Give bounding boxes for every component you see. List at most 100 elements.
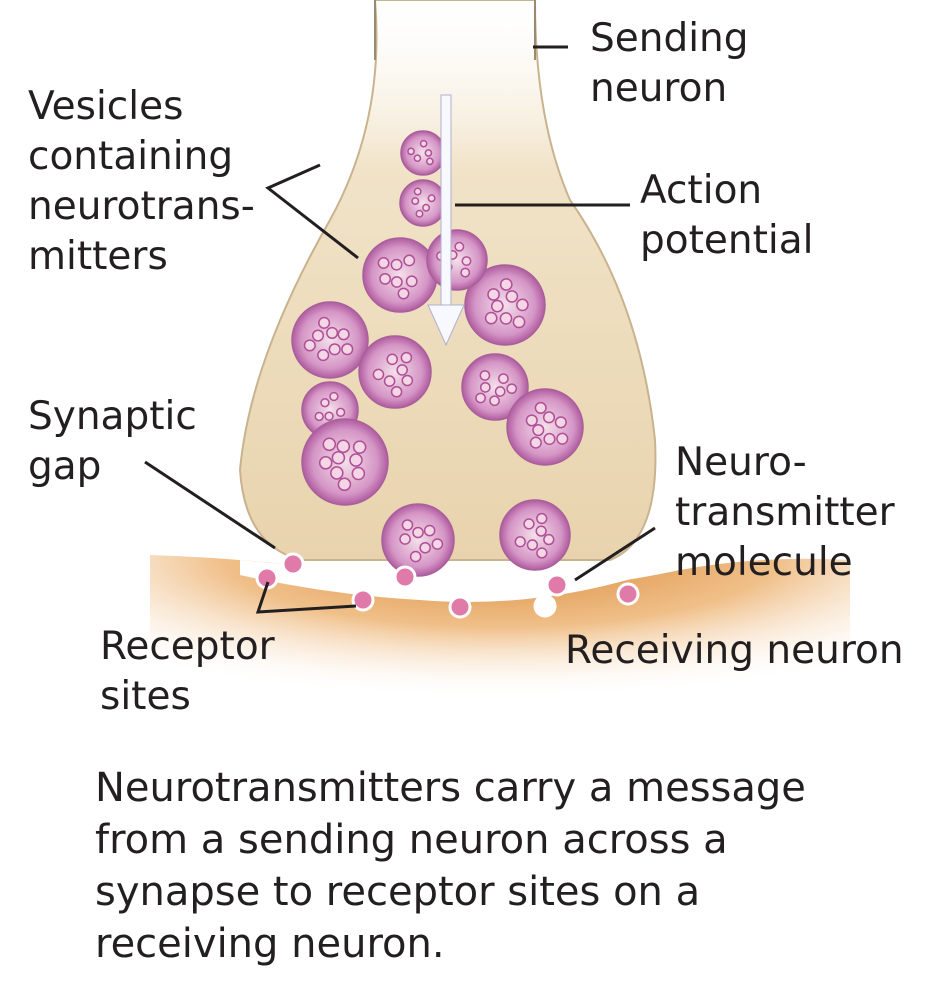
- label-sending-neuron: Sending neuron: [590, 14, 749, 114]
- neurotransmitter-dot: [523, 518, 535, 530]
- neurotransmitter-dot: [322, 437, 337, 452]
- neurotransmitter-dot: [556, 432, 569, 445]
- label-line: Neuro-: [675, 440, 807, 485]
- neurotransmitter-dot: [419, 541, 431, 554]
- caption: Neurotransmitters carry a message from a…: [95, 762, 935, 970]
- label-line: Receptor: [100, 624, 275, 669]
- receiving-neuron: [150, 555, 850, 736]
- neurotransmitter-dot: [512, 315, 526, 329]
- neurotransmitter-dot: [320, 398, 330, 408]
- neurotransmitter-dot: [390, 385, 403, 398]
- neurotransmitter-molecule: [616, 582, 640, 606]
- neurotransmitter-dot: [536, 547, 548, 559]
- neurotransmitter-dot: [490, 299, 504, 313]
- action-potential-arrow: [427, 94, 465, 347]
- caption-line: receiving neuron.: [95, 921, 445, 967]
- neurotransmitter-dot: [534, 401, 547, 414]
- neurotransmitter-dot: [479, 381, 491, 393]
- neurotransmitter-dot: [390, 258, 403, 271]
- label-neurotransmitter-molecule: Neuro- transmitter molecule: [675, 438, 895, 588]
- neurotransmitter-dot: [529, 436, 542, 449]
- label-line: Vesicles: [28, 84, 184, 129]
- neurotransmitter-dot: [542, 411, 556, 424]
- neurotransmitter-dot: [454, 241, 465, 252]
- vesicle: [461, 353, 529, 421]
- caption-line: from a sending neuron across a: [95, 817, 728, 863]
- neurotransmitter-dot: [543, 533, 555, 546]
- label-line: Action: [640, 168, 763, 213]
- neurotransmitter-dot: [427, 194, 436, 203]
- neurotransmitter-dot: [351, 466, 366, 481]
- label-line: neuron: [590, 66, 728, 111]
- caption-line: synapse to receptor sites on a: [95, 869, 701, 915]
- neurotransmitter-dot: [484, 311, 498, 325]
- neurotransmitter-dot: [318, 456, 333, 470]
- neurotransmitter-dot: [390, 276, 403, 288]
- neurotransmitter-dot: [349, 453, 363, 467]
- neurotransmitter-dot: [460, 267, 471, 278]
- neurotransmitter-dot: [330, 466, 344, 480]
- neurotransmitter-dot: [341, 343, 354, 356]
- neurotransmitter-dot: [419, 139, 428, 148]
- neurotransmitter-dot: [543, 432, 556, 446]
- neurotransmitter-dot: [415, 209, 424, 218]
- neurotransmitter-dot: [413, 187, 422, 196]
- neurotransmitter-dot: [506, 383, 518, 395]
- neurotransmitter-dot: [331, 450, 346, 465]
- label-line: potential: [640, 218, 814, 263]
- neurotransmitter-dot: [424, 149, 433, 157]
- vesicle: [358, 335, 432, 409]
- neurotransmitter-dot: [505, 290, 519, 303]
- vesicle: [426, 229, 488, 291]
- neurotransmitter-dot: [411, 197, 420, 206]
- neurotransmitter-dot: [386, 353, 399, 366]
- vesicle: [362, 237, 438, 313]
- neurotransmitter-dot: [396, 364, 408, 376]
- neurotransmitter-dot: [494, 386, 506, 397]
- neurotransmitter-dot: [317, 348, 330, 362]
- vesicle: [399, 179, 447, 227]
- neurotransmitter-dot: [311, 329, 325, 342]
- label-line: molecule: [675, 540, 853, 585]
- neurotransmitter-dot: [399, 533, 411, 545]
- neurotransmitter-dot: [422, 203, 431, 212]
- neurotransmitter-dot: [426, 157, 434, 166]
- neurotransmitter-dot: [412, 526, 424, 539]
- label-receiving-neuron: Receiving neuron: [565, 628, 904, 673]
- neurotransmitter-dot: [516, 298, 529, 312]
- neurotransmitter-dot: [397, 287, 410, 300]
- neurotransmitter-dot: [514, 536, 526, 548]
- neurotransmitter-molecule: [545, 573, 569, 597]
- neurotransmitter-dot: [535, 525, 547, 537]
- neurotransmitter-dot: [337, 477, 352, 492]
- neurotransmitter-molecule: [448, 595, 472, 619]
- neurotransmitter-dot: [328, 343, 341, 356]
- label-line: gap: [28, 444, 102, 489]
- neurotransmitter-dot: [318, 316, 331, 329]
- neurotransmitter-dot: [479, 370, 491, 381]
- neurotransmitter-dot: [401, 374, 414, 387]
- neurotransmitter-dot: [403, 254, 416, 267]
- neurotransmitter-dot: [498, 373, 509, 384]
- neurotransmitter-dot: [525, 414, 538, 427]
- neurotransmitter-dot: [413, 154, 422, 163]
- neurotransmitter-dot: [407, 147, 415, 156]
- neurotransmitter-dot: [489, 395, 500, 407]
- neurotransmitter-dot: [329, 391, 339, 402]
- vesicle: [291, 301, 369, 379]
- neurotransmitter-dot: [431, 538, 444, 550]
- neurotransmitter-dot: [526, 539, 539, 551]
- neurotransmitter-dot: [337, 328, 350, 341]
- neurotransmitter-dot: [335, 407, 346, 417]
- label-line: transmitter: [675, 490, 895, 535]
- neurotransmitter-dot: [326, 326, 339, 339]
- neurotransmitter-dot: [383, 375, 396, 387]
- neurotransmitter-molecules-group: [255, 552, 640, 619]
- label-line: Synaptic: [28, 394, 197, 439]
- neurotransmitter-dot: [400, 351, 413, 364]
- neurotransmitter-dot: [487, 288, 500, 301]
- neurotransmitter-dot: [461, 256, 472, 266]
- neurotransmitter-dot: [423, 524, 436, 537]
- neurotransmitter-dot: [536, 512, 548, 525]
